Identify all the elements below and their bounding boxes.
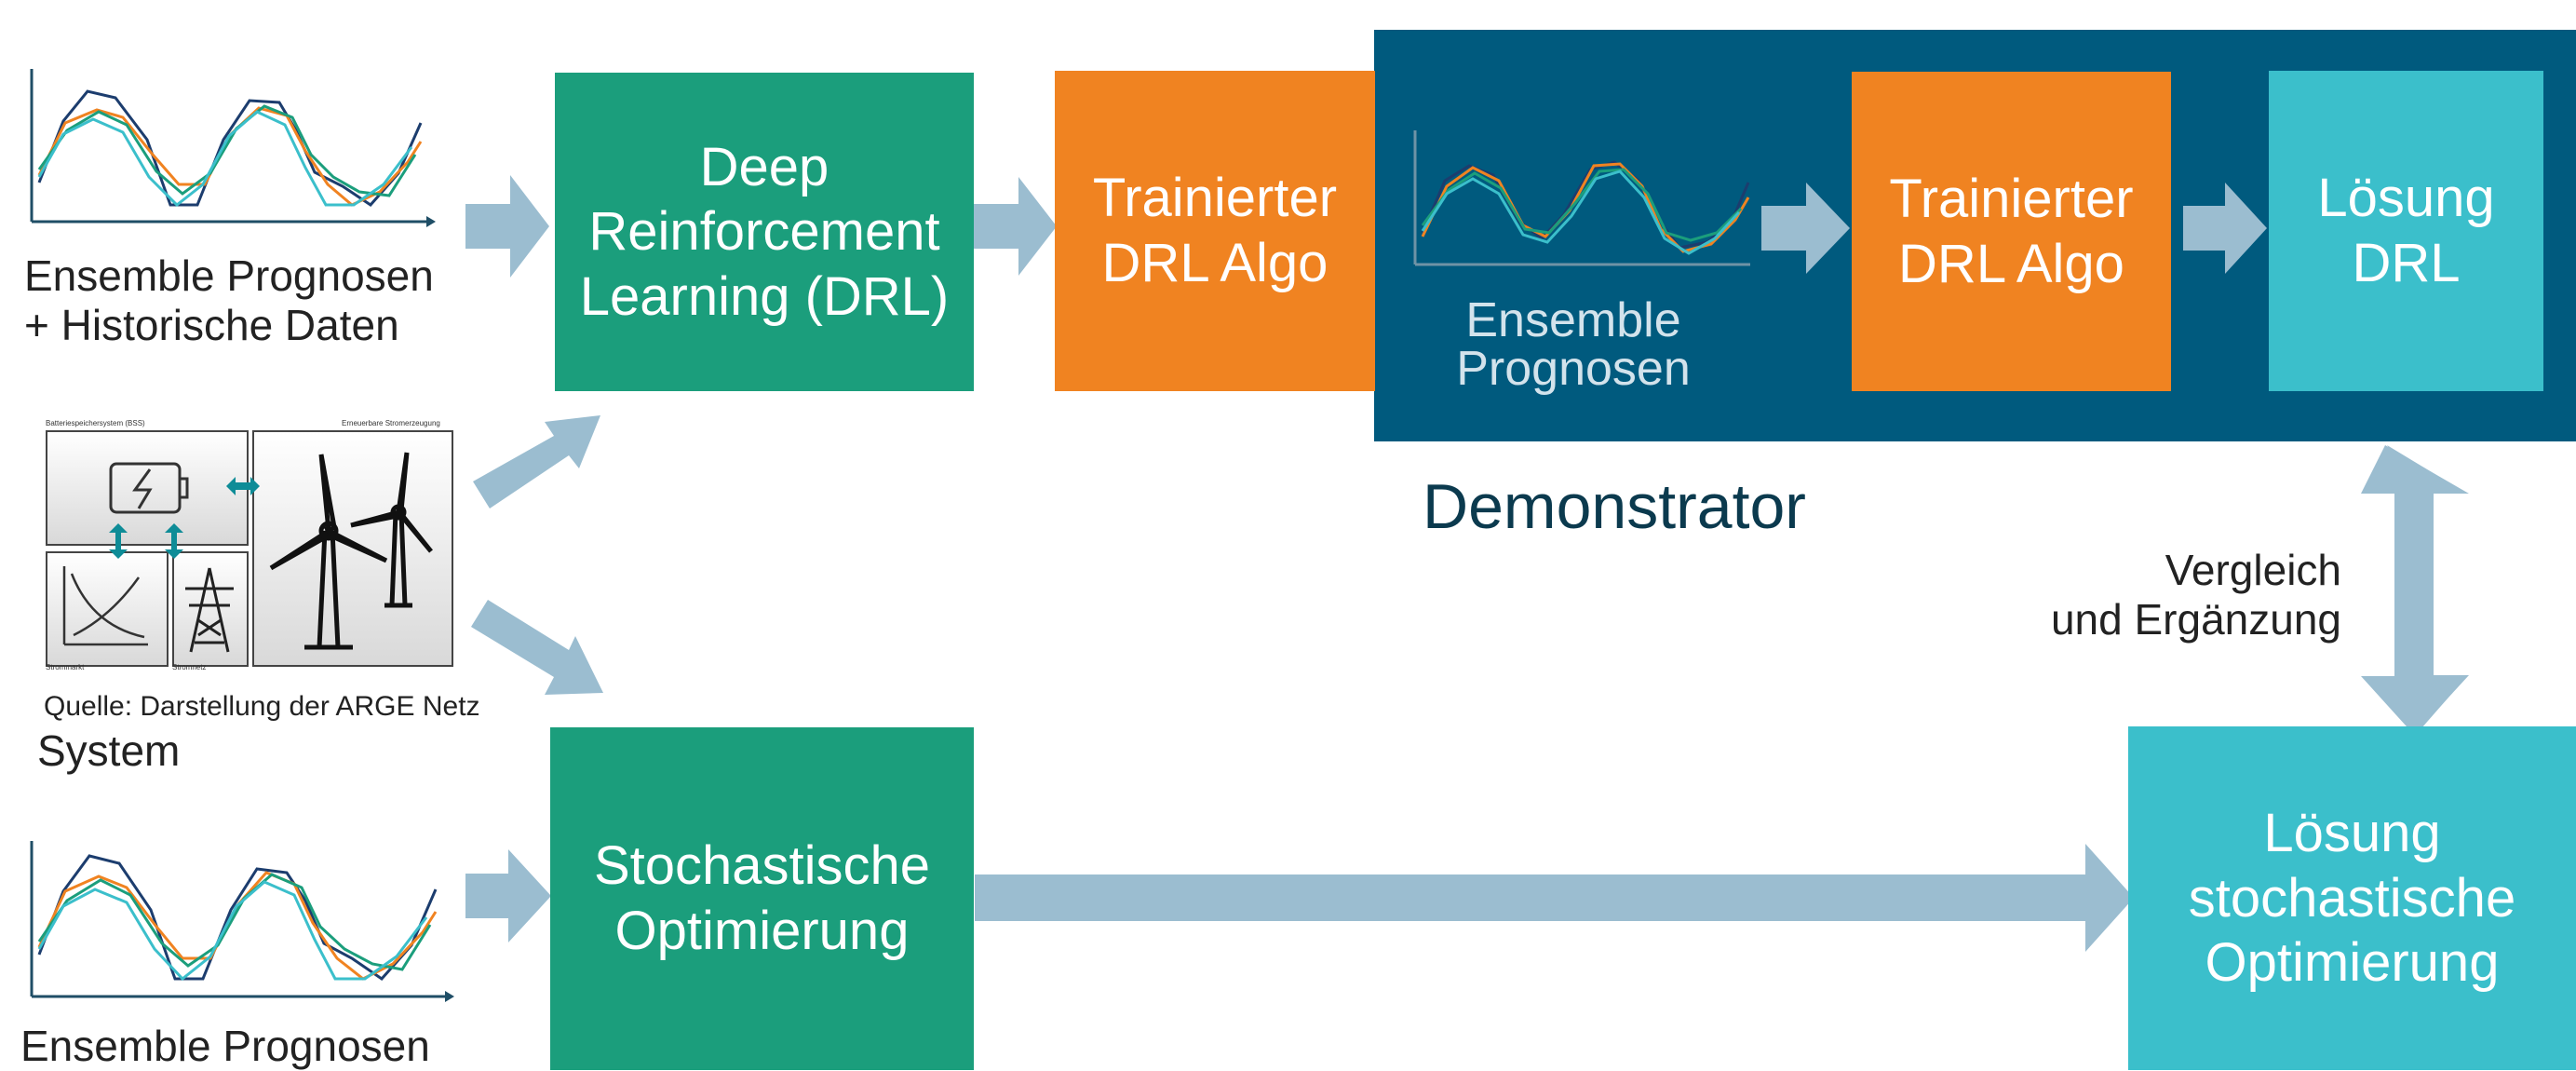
- system-panel-market-label: Strommarkt: [46, 663, 85, 671]
- system-panel-bss-label: Batteriespeichersystem (BSS): [46, 419, 145, 427]
- system-panel-grid-label: Stromnetz: [172, 663, 207, 671]
- system-connectors: [109, 477, 260, 559]
- system-panel-bss: [46, 430, 249, 546]
- wind-turbine-icon: [269, 452, 433, 650]
- system-panel-renewables-label: Erneuerbare Stromerzeugung: [342, 419, 440, 427]
- system-illustration: Batteriespeichersystem (BSS) Erneuerbare…: [44, 419, 453, 671]
- comparison-label: Vergleich und Ergänzung: [2050, 546, 2341, 644]
- trained-drl-box: Trainierter DRL Algo: [1055, 71, 1375, 391]
- solution-drl-box: Lösung DRL: [2269, 71, 2543, 391]
- demo-trained-drl-box: Trainierter DRL Algo: [1852, 72, 2171, 391]
- battery-icon: [109, 462, 189, 514]
- arrow-input-to-drl: [465, 175, 549, 278]
- arrow-input-to-stochastic: [465, 849, 551, 942]
- arrow-system-to-drl: [473, 415, 600, 508]
- system-caption: System: [37, 726, 181, 775]
- forecast-chart-icon: [1413, 130, 1750, 266]
- power-pylon-icon: [185, 567, 234, 653]
- arrow-demo-chart-to-trained: [1761, 183, 1850, 274]
- arrow-drl-to-trained: [974, 177, 1057, 276]
- system-panel-market: [46, 551, 169, 667]
- stochastic-optimization-box: Stochastische Optimierung: [550, 727, 974, 1070]
- bottom-input-caption: Ensemble Prognosen: [20, 1022, 430, 1070]
- system-panel-renewables: [252, 430, 453, 667]
- forecast-chart-icon: [30, 841, 454, 1002]
- solution-stochastic-box: Lösung stochastische Optimierung: [2128, 726, 2576, 1070]
- demonstrator-forecast-caption: Ensemble Prognosen: [1456, 293, 1691, 396]
- forecast-chart-icon: [30, 69, 436, 227]
- market-curve-icon: [62, 566, 148, 646]
- top-input-caption: Ensemble Prognosen + Historische Daten: [24, 251, 434, 349]
- arrow-trained-to-solution: [2183, 183, 2267, 274]
- arrow-system-to-stochastic: [471, 600, 603, 695]
- demonstrator-title: Demonstrator: [1423, 471, 1806, 542]
- drl-box: Deep Reinforcement Learning (DRL): [555, 73, 974, 391]
- arrow-stochastic-to-solution: [975, 844, 2134, 952]
- system-source: Quelle: Darstellung der ARGE Netz: [44, 691, 480, 722]
